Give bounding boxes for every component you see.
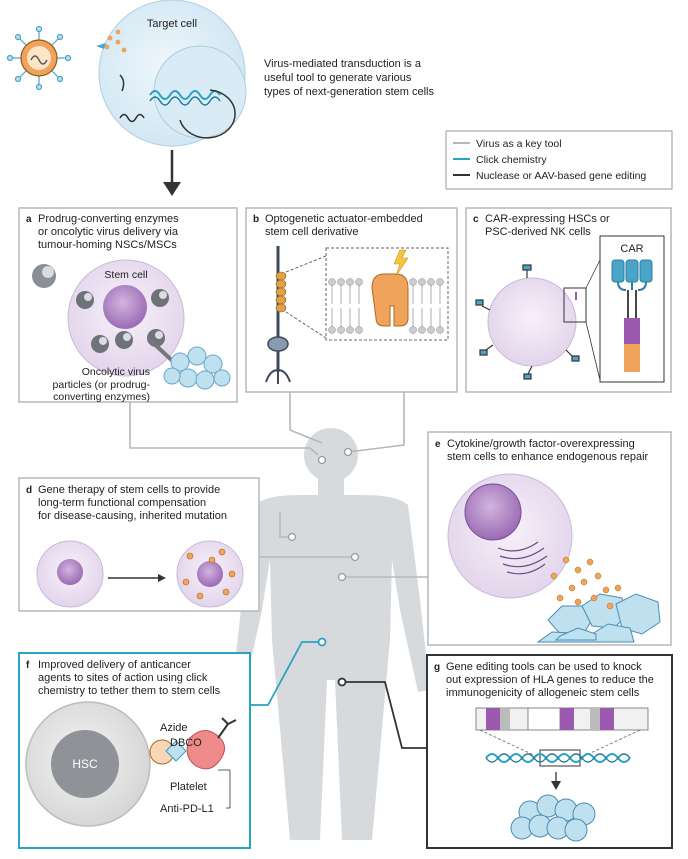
lipid-head <box>427 326 435 334</box>
hla-gene-strip <box>475 707 649 731</box>
lipid-head <box>346 326 354 334</box>
panel-text: chemistry to tether them to stem cells <box>38 685 221 697</box>
panel-c: c CAR-expressing HSCs or PSC-derived NK … <box>465 207 672 393</box>
lipid-bilayer <box>328 278 444 334</box>
lipid-head <box>409 278 417 286</box>
ion-channel <box>371 249 409 327</box>
panel-text: stem cells to enhance endogenous repair <box>447 451 649 463</box>
panel-b: b Optogenetic actuator-embedded stem cel… <box>245 207 458 393</box>
target-cell: Target cell <box>96 0 247 147</box>
panel-letter: f <box>26 660 30 671</box>
lipid-head <box>328 326 336 334</box>
legend: Virus as a key tool Click chemistry Nucl… <box>445 130 673 190</box>
editing-connector <box>337 677 427 749</box>
lipid-head <box>436 278 444 286</box>
stem-cell-cluster <box>510 794 596 842</box>
lipid-head <box>355 326 363 334</box>
lipid-head <box>355 278 363 286</box>
dna-helix <box>485 753 631 763</box>
growth-factors <box>550 556 622 610</box>
particle-label: converting enzymes) <box>53 391 150 403</box>
panel-text: Gene therapy of stem cells to provide <box>38 484 220 496</box>
panel-text: long-term functional compensation <box>38 497 206 509</box>
tissue-cluster <box>536 593 661 643</box>
panel-text: immunogenicity of allogeneic stem cells <box>446 687 640 699</box>
intro-text: Virus-mediated transduction is a useful … <box>264 58 434 98</box>
lipid-head <box>409 326 417 334</box>
arrow-icon <box>158 574 166 582</box>
panel-f: f Improved delivery of anticancer agents… <box>18 652 251 849</box>
lipid-head <box>346 278 354 286</box>
car-structure <box>611 259 653 372</box>
tumour-tissue <box>163 346 231 390</box>
antipdl1-label: Anti-PD-L1 <box>160 803 214 815</box>
panel-text: Cytokine/growth factor-overexpressing <box>447 438 635 450</box>
panel-d: d Gene therapy of stem cells to provide … <box>18 477 260 612</box>
panel-letter: b <box>253 214 259 225</box>
panel-g: g Gene editing tools can be used to knoc… <box>426 654 673 849</box>
panel-letter: e <box>435 439 441 450</box>
panel-letter: d <box>26 485 32 496</box>
dbco-molecule <box>165 740 187 762</box>
azide-label: Azide <box>160 722 188 734</box>
panel-text: Prodrug-converting enzymes <box>38 213 179 225</box>
down-arrow <box>163 150 181 196</box>
lipid-head <box>436 326 444 334</box>
virus-icon <box>6 25 72 91</box>
human-silhouette <box>232 428 430 840</box>
golgi <box>497 541 548 575</box>
panel-text: PSC-derived NK cells <box>485 226 591 238</box>
lipid-head <box>337 326 345 334</box>
panel-text: Improved delivery of anticancer <box>38 659 191 671</box>
intro-line: useful tool to generate various <box>264 72 412 84</box>
stem-cell-label: Stem cell <box>104 269 147 281</box>
panel-text: Optogenetic actuator-embedded <box>265 213 423 225</box>
lipid-head <box>418 278 426 286</box>
hsc-label: HSC <box>72 757 98 771</box>
panel-text: or oncolytic virus delivery via <box>38 226 179 238</box>
dbco-label: DBCO <box>170 737 202 749</box>
platelet <box>186 730 225 770</box>
panel-text: tumour-homing NSCs/MSCs <box>38 239 177 251</box>
panel-letter: a <box>26 214 32 225</box>
legend-label: Click chemistry <box>476 154 547 166</box>
panel-text: out expression of HLA genes to reduce th… <box>446 674 654 686</box>
neuron-illustration <box>265 246 291 384</box>
particle-label: particles (or prodrug- <box>53 379 151 391</box>
connector-dots <box>287 447 360 582</box>
panel-a: a Prodrug-converting enzymes or oncolyti… <box>18 207 238 403</box>
lipid-head <box>427 278 435 286</box>
intro-line: Virus-mediated transduction is a <box>264 58 422 70</box>
panel-text: Gene editing tools can be used to knock <box>446 661 642 673</box>
panel-text: for disease-causing, inherited mutation <box>38 510 227 522</box>
click-connector <box>250 637 327 706</box>
car-receptors <box>475 264 580 380</box>
lightning-icon <box>393 249 409 277</box>
particle-label: Oncolytic virus <box>82 366 150 378</box>
virus-connectors <box>129 392 430 578</box>
panel-e: e Cytokine/growth factor-overexpressing … <box>427 431 672 646</box>
lipid-head <box>418 326 426 334</box>
nk-cell <box>487 277 577 367</box>
intro-line: types of next-generation stem cells <box>264 86 434 98</box>
panel-letter: g <box>434 662 440 673</box>
legend-label: Virus as a key tool <box>476 138 562 150</box>
panel-text: agents to sites of action using click <box>38 672 208 684</box>
panel-text: stem cell derivative <box>265 226 359 238</box>
antibody-icon <box>217 717 237 739</box>
legend-label: Nuclease or AAV-based gene editing <box>476 170 646 182</box>
target-cell-label: Target cell <box>147 18 197 30</box>
lipid-head <box>328 278 336 286</box>
car-label: CAR <box>620 243 643 255</box>
panel-letter: c <box>473 214 479 225</box>
panel-text: CAR-expressing HSCs or <box>485 213 610 225</box>
lipid-head <box>337 278 345 286</box>
platelet-label: Platelet <box>170 781 207 793</box>
